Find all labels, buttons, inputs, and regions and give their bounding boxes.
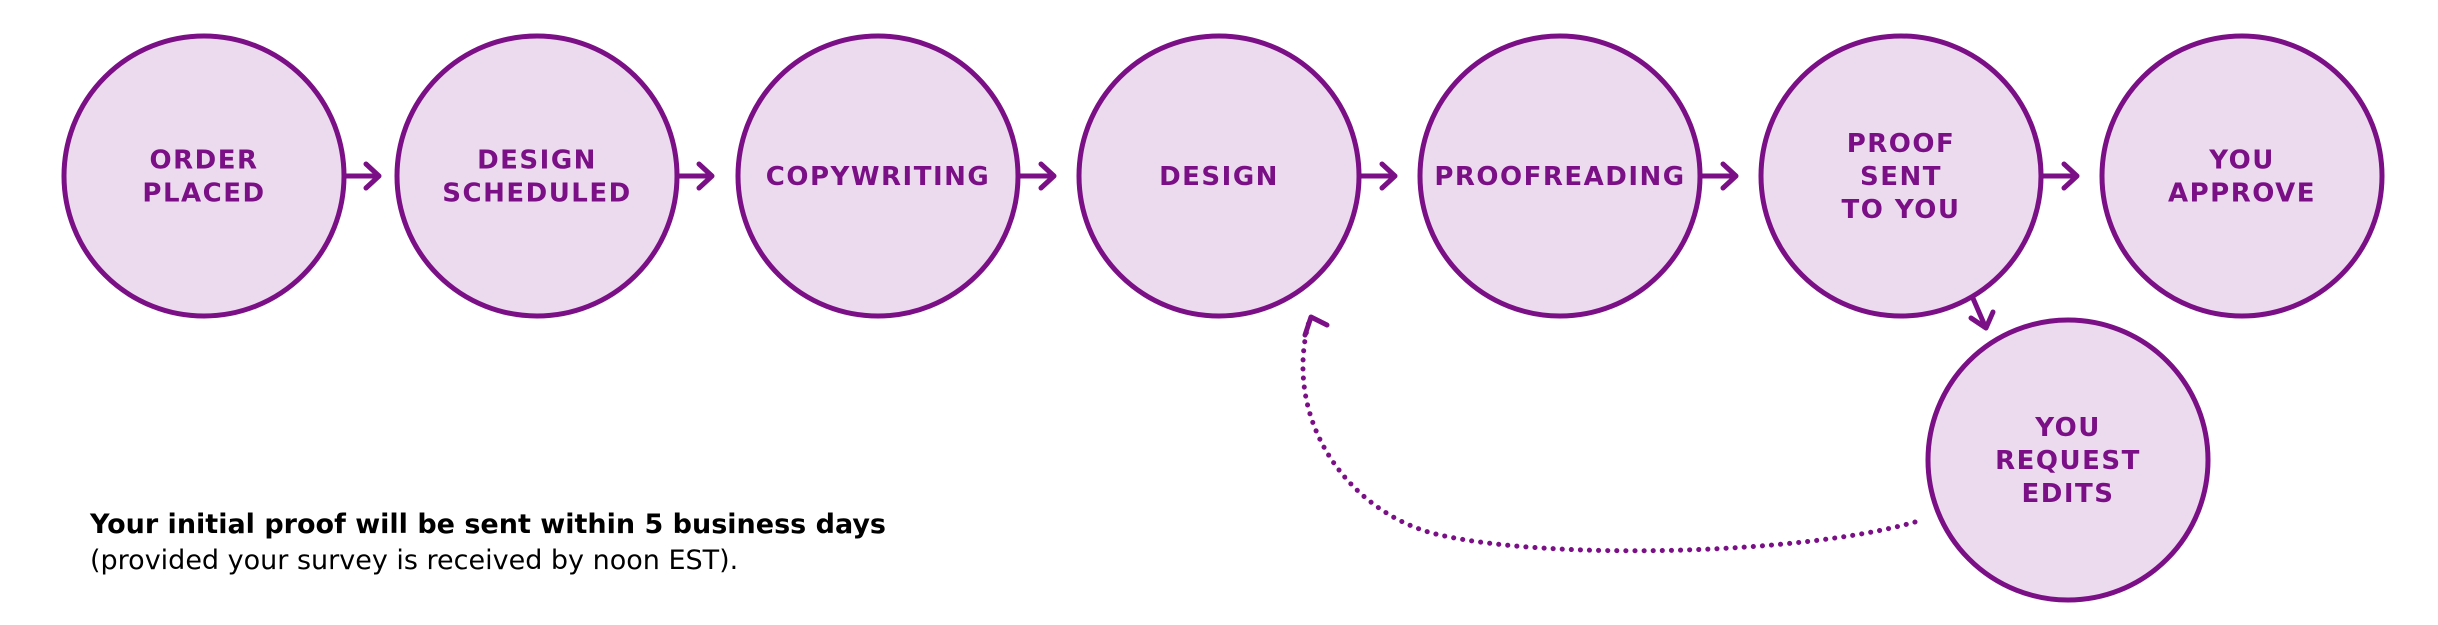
step-circle <box>394 33 680 319</box>
step-circle <box>1417 33 1703 319</box>
step-proofreading: PROOFREADING <box>1417 33 1703 319</box>
arrow-proof-sent-to-approve <box>2040 161 2080 191</box>
timing-note-headline: Your initial proof will be sent within 5… <box>90 509 886 540</box>
arrow-proof-sent-to-request-edits <box>1968 293 1996 331</box>
step-circle <box>61 33 347 319</box>
step-circle <box>1758 33 2044 319</box>
step-label: EDITS <box>2022 479 2115 509</box>
timing-note: Your initial proof will be sent within 5… <box>90 507 886 579</box>
step-label: COPYWRITING <box>766 162 990 192</box>
arrow-request-edits-to-design <box>1300 314 1918 554</box>
step-label: PROOF <box>1847 129 1956 159</box>
arrow-design-to-proofreading <box>1358 161 1398 191</box>
step-label: DESIGN <box>1159 162 1279 192</box>
step-label: SENT <box>1860 162 1942 192</box>
step-label: ORDER <box>150 146 259 176</box>
step-copywriting: COPYWRITING <box>735 33 1021 319</box>
step-circle <box>1925 317 2211 603</box>
step-circle <box>2099 33 2385 319</box>
step-label: APPROVE <box>2168 179 2316 209</box>
arrow-proofreading-to-proof-sent <box>1699 161 1739 191</box>
step-label: REQUEST <box>1995 446 2141 476</box>
step-label: TO YOU <box>1841 195 1960 225</box>
timing-note-detail: (provided your survey is received by noo… <box>90 545 739 576</box>
step-label: PROOFREADING <box>1434 162 1685 192</box>
step-circle <box>1076 33 1362 319</box>
arrow-design-scheduled-to-copywriting <box>675 161 715 191</box>
step-design: DESIGN <box>1076 33 1362 319</box>
step-label: DESIGN <box>477 146 597 176</box>
arrow-copywriting-to-design <box>1017 161 1057 191</box>
step-label: YOU <box>2034 413 2101 443</box>
step-circle <box>735 33 1021 319</box>
arrow-order-to-design-scheduled <box>342 161 382 191</box>
step-label: SCHEDULED <box>442 179 631 209</box>
step-label: YOU <box>2208 146 2275 176</box>
step-label: PLACED <box>142 179 265 209</box>
